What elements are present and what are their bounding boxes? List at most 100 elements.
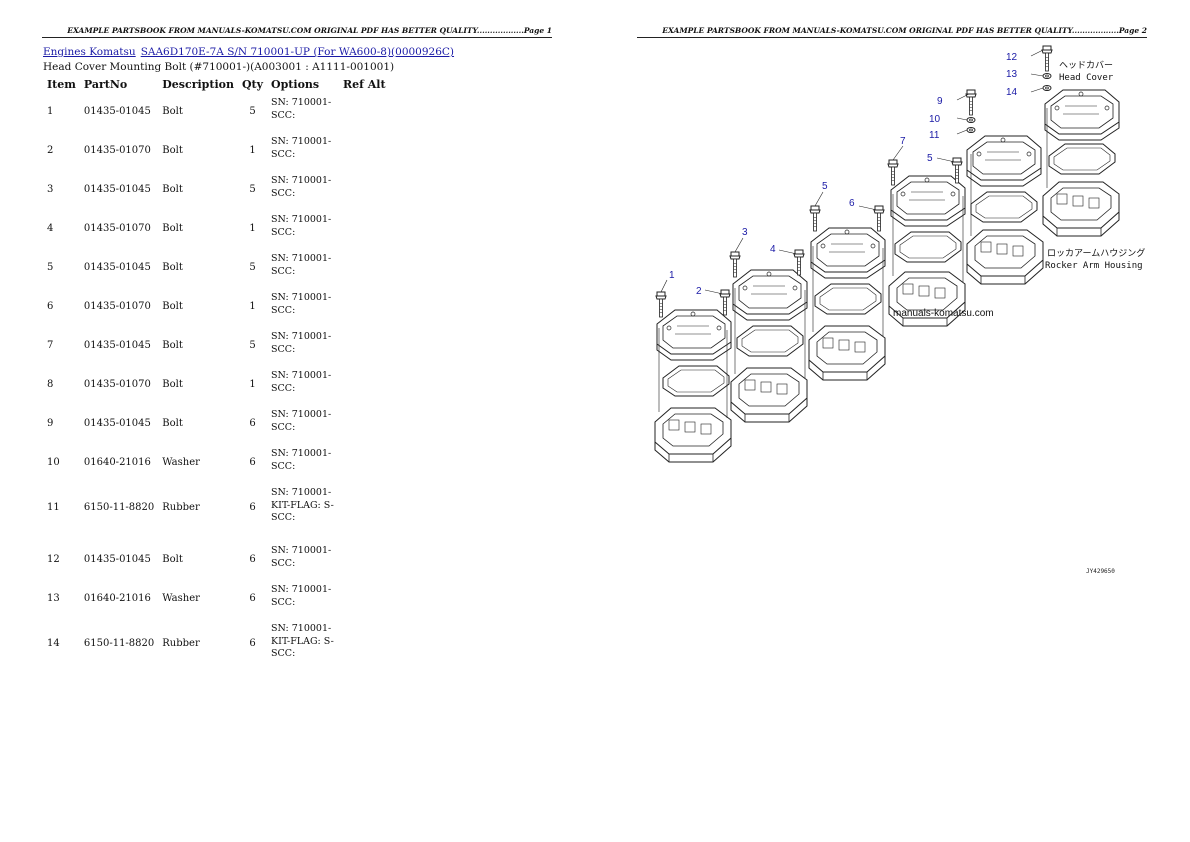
cell-qty: 6	[249, 593, 256, 604]
table-row: 5 01435-01045 Bolt 5 SN: 710001-SCC:	[43, 253, 390, 292]
page-title: Head Cover Mounting Bolt (#710001-)(A003…	[43, 61, 395, 73]
breadcrumb-link-engines[interactable]: Engines Komatsu	[43, 46, 136, 58]
option-line: SCC:	[271, 596, 296, 608]
option-line: SCC:	[271, 265, 296, 277]
cell-description: Bolt	[162, 418, 183, 429]
cell-partno: 01435-01045	[83, 184, 151, 195]
cell-qty: 1	[249, 145, 256, 156]
option-line: SCC:	[271, 187, 296, 199]
cell-ref-alt	[339, 136, 390, 175]
table-row: 2 01435-01070 Bolt 1 SN: 710001-SCC:	[43, 136, 390, 175]
option-line: SN: 710001-	[271, 448, 332, 459]
table-row: 11 6150-11-8820 Rubber 6 SN: 710001-KIT-…	[43, 487, 390, 545]
cell-options: SN: 710001-SCC:	[267, 292, 339, 331]
option-line: SN: 710001-	[271, 292, 332, 303]
cell-partno: 01435-01070	[83, 379, 151, 390]
stack-2	[729, 237, 808, 423]
col-ref-alt: Ref Alt	[343, 78, 386, 91]
table-row: 3 01435-01045 Bolt 5 SN: 710001-SCC:	[43, 175, 390, 214]
col-partno: PartNo	[83, 78, 128, 91]
cell-options: SN: 710001-SCC:	[267, 331, 339, 370]
cell-item: 14	[47, 638, 60, 649]
table-row: 12 01435-01045 Bolt 6 SN: 710001-SCC:	[43, 545, 390, 584]
cell-ref-alt	[339, 545, 390, 584]
cell-item: 6	[47, 301, 54, 312]
cell-description: Bolt	[162, 184, 183, 195]
stack-3	[808, 191, 886, 381]
table-row: 14 6150-11-8820 Rubber 6 SN: 710001-KIT-…	[43, 623, 390, 681]
cell-partno: 01435-01070	[83, 145, 151, 156]
cell-qty: 5	[249, 106, 256, 117]
cell-qty: 6	[249, 638, 256, 649]
col-description: Description	[162, 78, 234, 91]
cell-description: Rubber	[162, 638, 200, 649]
label-rocker-jp: ロッカアームハウジング	[1047, 247, 1145, 259]
option-line: SN: 710001-	[271, 175, 332, 186]
cell-ref-alt	[339, 370, 390, 409]
cell-options: SN: 710001-SCC:	[267, 97, 339, 136]
option-line: SCC:	[271, 557, 296, 569]
cell-ref-alt	[339, 97, 390, 136]
cell-partno: 01640-21016	[83, 593, 151, 604]
callout-1: 1	[669, 270, 675, 281]
cell-partno: 01435-01045	[83, 340, 151, 351]
table-row: 4 01435-01070 Bolt 1 SN: 710001-SCC:	[43, 214, 390, 253]
cell-item: 10	[47, 457, 60, 468]
cell-partno: 6150-11-8820	[83, 502, 155, 513]
option-line: SCC:	[271, 421, 296, 433]
option-line: SN: 710001-	[271, 409, 332, 420]
cell-item: 1	[47, 106, 54, 117]
cell-options: SN: 710001-KIT-FLAG: S-SCC:	[267, 487, 339, 545]
table-row: 8 01435-01070 Bolt 1 SN: 710001-SCC:	[43, 370, 390, 409]
callout-6: 6	[849, 198, 855, 209]
cell-options: SN: 710001-SCC:	[267, 370, 339, 409]
cell-options: SN: 710001-SCC:	[267, 448, 339, 487]
cell-options: SN: 710001-SCC:	[267, 136, 339, 175]
exploded-parts-diagram: 1 2 3 4 5 6 7 5 9 10 11 12 13 14 ヘッドカバー …	[654, 45, 1145, 463]
cell-qty: 6	[249, 457, 256, 468]
option-line: SN: 710001-	[271, 136, 332, 147]
cell-options: SN: 710001-SCC:	[267, 409, 339, 448]
option-line: SN: 710001-	[271, 584, 332, 595]
cell-partno: 01435-01045	[83, 262, 151, 273]
option-line: KIT-FLAG: S-	[271, 499, 334, 511]
cell-ref-alt	[339, 409, 390, 448]
right-page: EXAMPLE PARTSBOOK FROM MANUALS-KOMATSU.C…	[595, 0, 1190, 842]
cell-ref-alt	[339, 292, 390, 331]
col-options: Options	[271, 78, 320, 91]
option-line: SN: 710001-	[271, 623, 332, 634]
cell-partno: 01435-01070	[83, 301, 151, 312]
cell-options: SN: 710001-SCC:	[267, 545, 339, 584]
table-row: 7 01435-01045 Bolt 5 SN: 710001-SCC:	[43, 331, 390, 370]
cell-ref-alt	[339, 214, 390, 253]
callout-5b: 5	[927, 153, 933, 164]
option-line: KIT-FLAG: S-	[271, 635, 334, 647]
page-header: EXAMPLE PARTSBOOK FROM MANUALS-KOMATSU.C…	[42, 26, 552, 38]
breadcrumb-link-model[interactable]: SAA6D170E-7A S/N 710001-UP (For WA600-8)…	[140, 46, 455, 58]
cell-description: Bolt	[162, 340, 183, 351]
cell-options: SN: 710001-SCC:	[267, 584, 339, 623]
stack-1	[654, 279, 732, 463]
cell-item: 8	[47, 379, 54, 390]
cell-item: 4	[47, 223, 54, 234]
cell-options: SN: 710001-SCC:	[267, 253, 339, 292]
cell-description: Bolt	[162, 554, 183, 565]
cell-item: 2	[47, 145, 54, 156]
cell-description: Bolt	[162, 106, 183, 117]
cell-qty: 5	[249, 262, 256, 273]
cell-item: 9	[47, 418, 54, 429]
table-header-row: Item PartNo Description Qty Options Ref …	[43, 76, 390, 97]
cell-item: 11	[47, 502, 60, 513]
col-qty: Qty	[241, 78, 264, 91]
cell-ref-alt	[339, 331, 390, 370]
cell-partno: 01435-01045	[83, 418, 151, 429]
option-line: SN: 710001-	[271, 331, 332, 342]
cell-partno: 01435-01045	[83, 554, 151, 565]
cell-partno: 01435-01070	[83, 223, 151, 234]
cell-item: 3	[47, 184, 54, 195]
cell-description: Washer	[162, 593, 200, 604]
cell-description: Bolt	[162, 223, 183, 234]
col-item: Item	[47, 78, 76, 91]
figure-code: JY429650	[1086, 568, 1115, 575]
cell-description: Bolt	[162, 301, 183, 312]
